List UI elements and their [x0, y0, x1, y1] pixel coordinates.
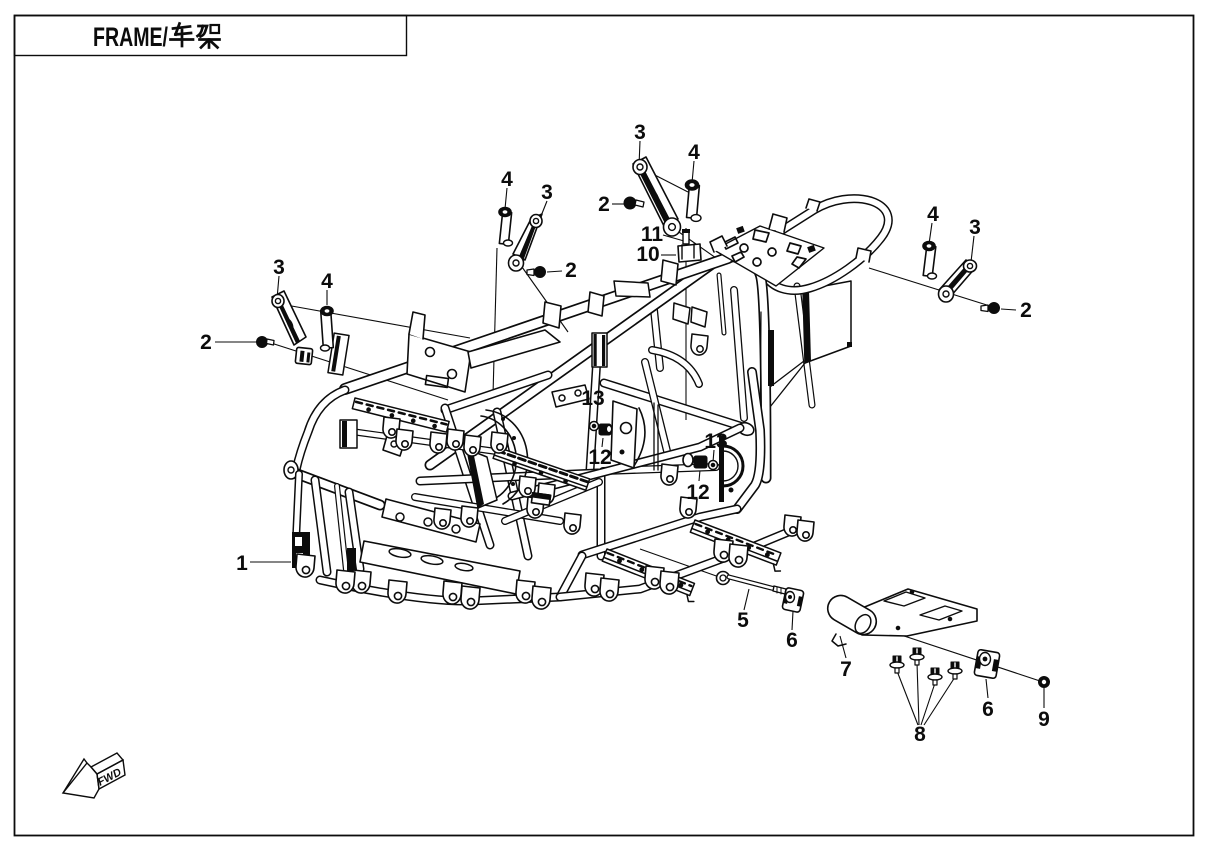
svg-text:13: 13 — [704, 430, 727, 453]
svg-text:2: 2 — [200, 331, 212, 354]
svg-text:5: 5 — [737, 609, 749, 632]
svg-text:12: 12 — [588, 446, 611, 469]
svg-text:4: 4 — [501, 168, 513, 191]
svg-text:4: 4 — [321, 270, 333, 293]
svg-text:3: 3 — [969, 216, 981, 239]
svg-text:FWD: FWD — [96, 766, 124, 788]
svg-text:7: 7 — [840, 658, 852, 681]
svg-text:3: 3 — [273, 256, 285, 279]
svg-text:2: 2 — [1020, 299, 1032, 322]
svg-text:6: 6 — [786, 629, 798, 652]
svg-text:12: 12 — [686, 481, 709, 504]
svg-text:FRAME/: FRAME/ — [93, 22, 168, 52]
svg-text:4: 4 — [688, 141, 700, 164]
svg-text:2: 2 — [598, 193, 610, 216]
svg-text:8: 8 — [914, 723, 926, 746]
svg-text:9: 9 — [1038, 708, 1050, 731]
svg-text:10: 10 — [636, 243, 659, 266]
svg-text:4: 4 — [927, 203, 939, 226]
svg-text:1: 1 — [236, 552, 248, 575]
svg-text:3: 3 — [541, 181, 553, 204]
svg-text:3: 3 — [634, 121, 646, 144]
svg-text:6: 6 — [982, 698, 994, 721]
svg-text:2: 2 — [565, 259, 577, 282]
svg-text:13: 13 — [581, 387, 604, 410]
svg-text:11: 11 — [641, 223, 664, 246]
